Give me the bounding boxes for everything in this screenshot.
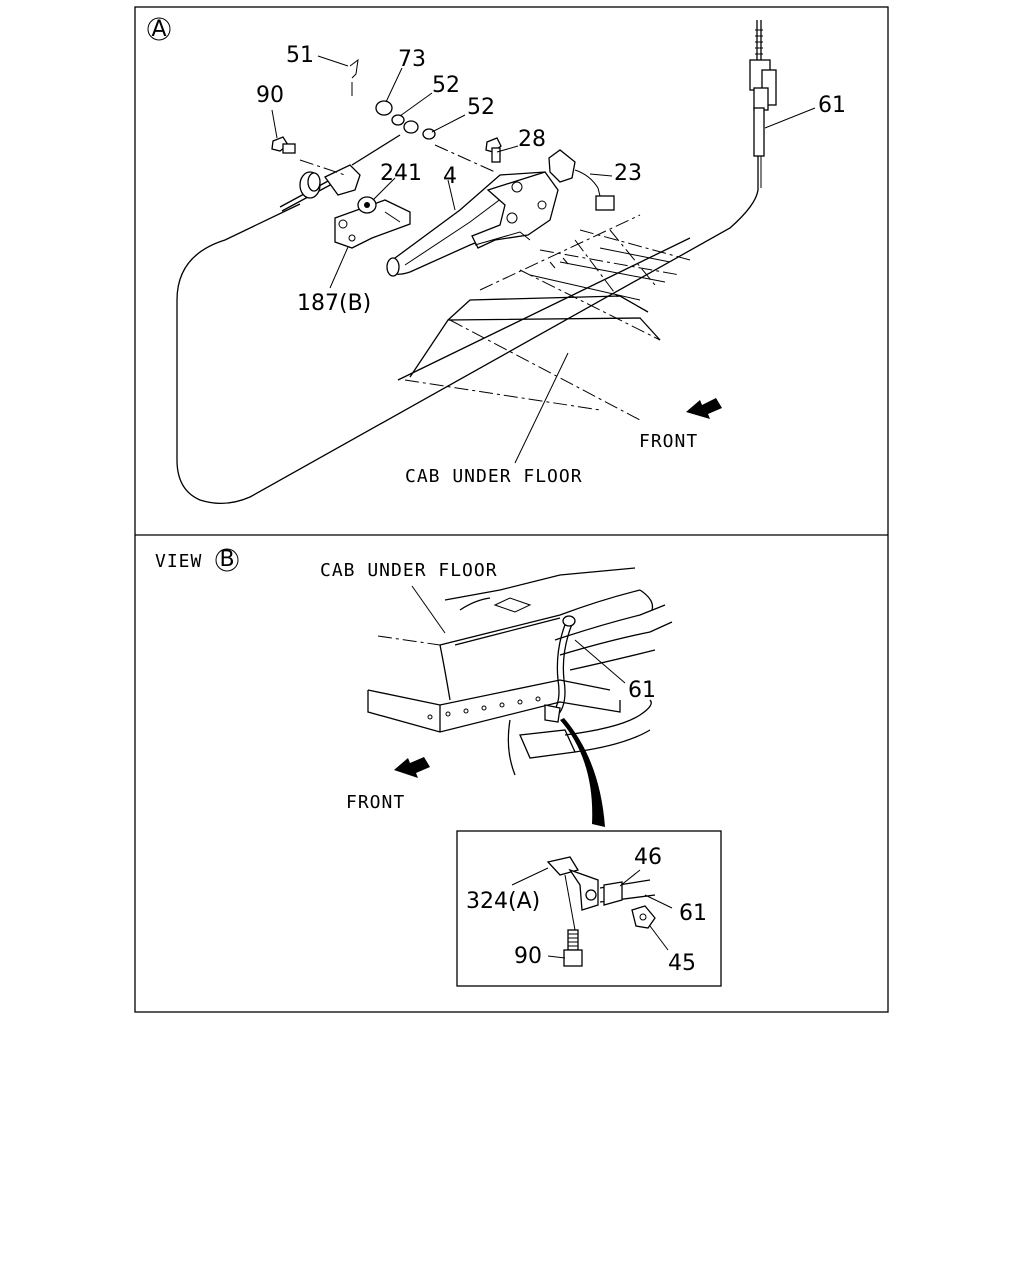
label-52-b: 52	[467, 95, 495, 120]
bracket-324a	[546, 856, 656, 931]
nut-45	[631, 905, 656, 929]
bracket-187b	[334, 199, 411, 249]
view-marker-a: A	[147, 17, 171, 42]
panel-a: A	[147, 17, 846, 504]
parking-brake-lever-4	[386, 171, 559, 277]
cable-front-end	[279, 120, 419, 212]
bolt-28	[485, 137, 502, 163]
front-arrow-b-icon	[394, 757, 430, 778]
washer-73	[375, 100, 393, 116]
label-45: 45	[668, 951, 696, 976]
cable-rear-end	[749, 20, 777, 157]
diagram-frame	[134, 6, 889, 1013]
label-61-b: 61	[628, 678, 656, 703]
label-23: 23	[614, 161, 642, 186]
cable-61-view-b	[544, 615, 576, 723]
washer-52-b	[422, 128, 436, 140]
switch-23	[548, 149, 615, 211]
view-b-structure	[367, 567, 673, 776]
panel-b: VIEW B	[155, 547, 722, 987]
label-46: 46	[634, 845, 662, 870]
front-label-a: FRONT	[639, 431, 698, 452]
cab-under-floor-label-a: CAB UNDER FLOOR	[405, 466, 583, 487]
label-73: 73	[398, 47, 426, 72]
cab-floor-structure	[397, 214, 691, 421]
brake-cable-61	[176, 155, 759, 504]
detail-arrow-icon	[560, 718, 605, 827]
label-187b: 187(B)	[297, 291, 371, 316]
nut-241	[357, 196, 377, 214]
label-61-inset: 61	[679, 901, 707, 926]
label-90-inset: 90	[514, 944, 542, 969]
panel-a-leaders	[271, 55, 816, 464]
label-51: 51	[286, 43, 314, 68]
front-arrow-a-icon	[686, 398, 722, 419]
label-90: 90	[256, 83, 284, 108]
bolt-90-a	[271, 136, 296, 154]
label-61-a: 61	[818, 93, 846, 118]
view-marker-b: B	[215, 547, 239, 572]
label-4: 4	[443, 164, 457, 189]
panel-a-labels: 51 73 52 52 90 28 241 4 23 61 187(B) CAB…	[256, 43, 846, 487]
bolt-90-b	[563, 929, 583, 967]
view-b-title: VIEW	[155, 551, 202, 572]
label-241: 241	[380, 161, 422, 186]
washer-52-a	[391, 114, 405, 126]
detail-inset: 46 324(A) 61 90 45	[456, 830, 722, 987]
cab-under-floor-label-b: CAB UNDER FLOOR	[320, 560, 498, 581]
label-324a: 324(A)	[466, 889, 540, 914]
front-label-b: FRONT	[346, 792, 405, 813]
svg-text:B: B	[219, 547, 234, 572]
label-28: 28	[518, 127, 546, 152]
pin-51	[349, 58, 359, 96]
label-52-a: 52	[432, 73, 460, 98]
svg-text:A: A	[151, 17, 166, 42]
